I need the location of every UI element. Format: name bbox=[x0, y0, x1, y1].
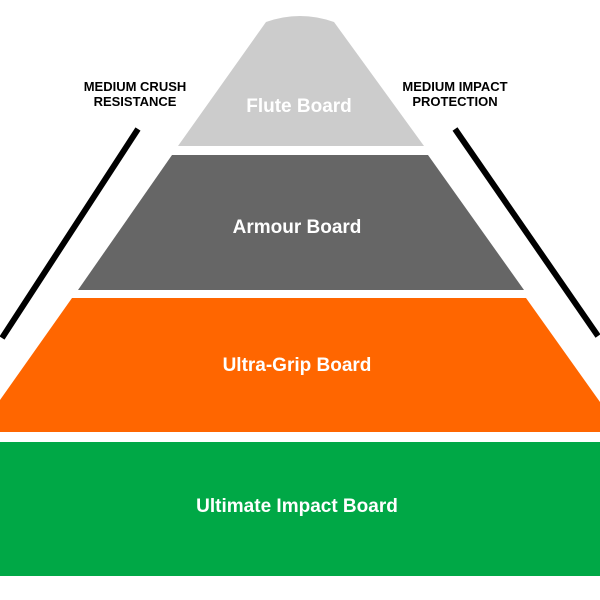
left-side-line bbox=[0, 127, 141, 340]
tier-flute-label: Flute Board bbox=[246, 96, 352, 117]
tier-armour-label: Armour Board bbox=[233, 217, 362, 238]
tier-flute-shape bbox=[178, 16, 424, 146]
crush-resistance-label: MEDIUM CRUSH RESISTANCE bbox=[83, 79, 187, 109]
tier-armour-shape bbox=[78, 155, 524, 290]
right-side-line bbox=[452, 127, 600, 338]
tier-ultra-grip-label: Ultra-Grip Board bbox=[223, 355, 372, 376]
tier-ultimate-impact-label: Ultimate Impact Board bbox=[196, 496, 398, 517]
tier-ultra-grip-shape bbox=[0, 298, 600, 432]
impact-protection-label: MEDIUM IMPACT PROTECTION bbox=[402, 79, 508, 109]
tier-ultimate-impact-shape bbox=[0, 442, 600, 576]
